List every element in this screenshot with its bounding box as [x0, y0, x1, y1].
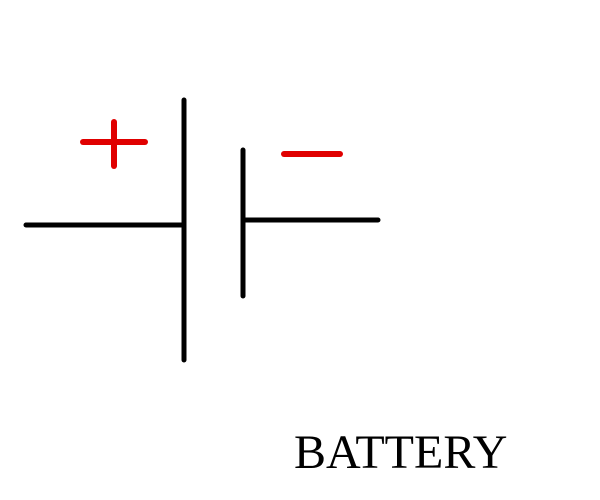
diagram-caption: BATTERY [294, 426, 507, 479]
plus-sign-icon [80, 119, 148, 169]
